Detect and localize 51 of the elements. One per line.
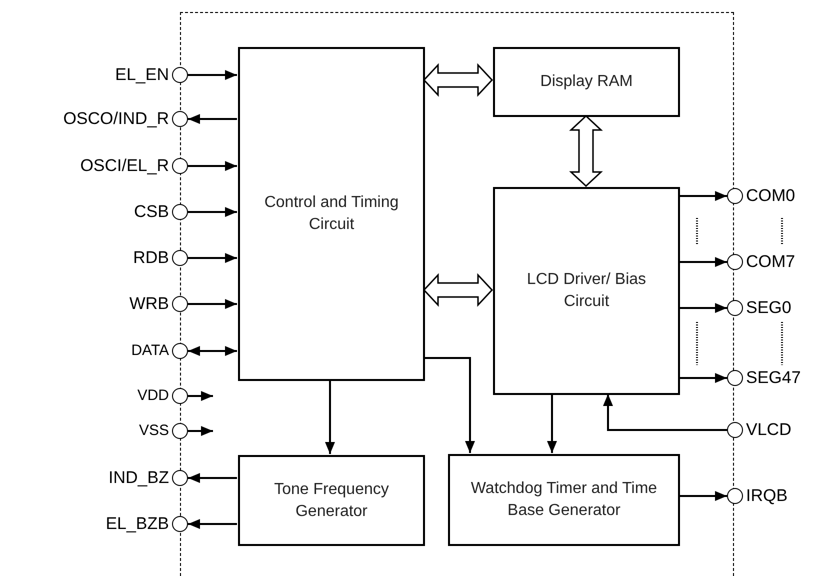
pin-label: DATA — [131, 341, 169, 361]
arrow — [188, 519, 237, 529]
block-box — [448, 454, 680, 546]
arrow — [188, 161, 237, 171]
block-label: Display RAM — [540, 72, 633, 92]
pin-label: VLCD — [746, 419, 792, 441]
arrow — [679, 303, 727, 313]
block-box — [493, 47, 680, 117]
pin-label: SEG47 — [746, 367, 801, 389]
pin-label: VDD — [137, 386, 169, 406]
bus-arrow — [422, 273, 494, 307]
arrow — [188, 70, 237, 80]
pin-label: OSCI/EL_R — [80, 155, 169, 177]
pin-label: CSB — [134, 201, 169, 223]
pin-label: COM7 — [746, 251, 796, 273]
pin-label: EL_BZB — [106, 513, 169, 535]
arrow — [188, 299, 237, 309]
block-label: Tone Frequency Generator — [273, 480, 390, 522]
pin-label: RDB — [133, 247, 169, 269]
block-label: Watchdog Timer and Time Base Generator — [470, 479, 658, 521]
arrow — [547, 394, 557, 453]
arrow — [679, 491, 727, 501]
block-box — [493, 187, 680, 395]
arrow — [188, 207, 237, 217]
arrow — [325, 380, 335, 454]
pin-label: WRB — [129, 293, 169, 315]
block-box — [238, 455, 425, 546]
pin-label: COM0 — [746, 185, 796, 207]
arrow — [188, 391, 213, 401]
arrow — [188, 346, 237, 356]
arrow — [188, 426, 213, 436]
bus-arrow — [422, 63, 494, 97]
pin-label: IND_BZ — [108, 467, 169, 489]
arrow — [188, 473, 237, 483]
arrow — [679, 191, 727, 201]
pin-label: SEG0 — [746, 297, 792, 319]
arrow — [188, 114, 237, 124]
arrow — [188, 253, 237, 263]
arrow — [679, 257, 727, 267]
pin-label: EL_EN — [115, 64, 169, 86]
arrow — [603, 394, 727, 431]
chip-outline — [180, 12, 734, 576]
arrow — [679, 373, 727, 383]
pin-label: IRQB — [746, 485, 788, 507]
block-label: LCD Driver/ Bias Circuit — [526, 270, 648, 312]
pin-label: OSCO/IND_R — [63, 108, 169, 130]
block-label: Control and Timing Circuit — [263, 193, 400, 235]
arrow — [424, 357, 475, 453]
bus-arrow — [569, 114, 603, 188]
pin-label: VSS — [138, 421, 169, 441]
block-box — [238, 47, 425, 381]
